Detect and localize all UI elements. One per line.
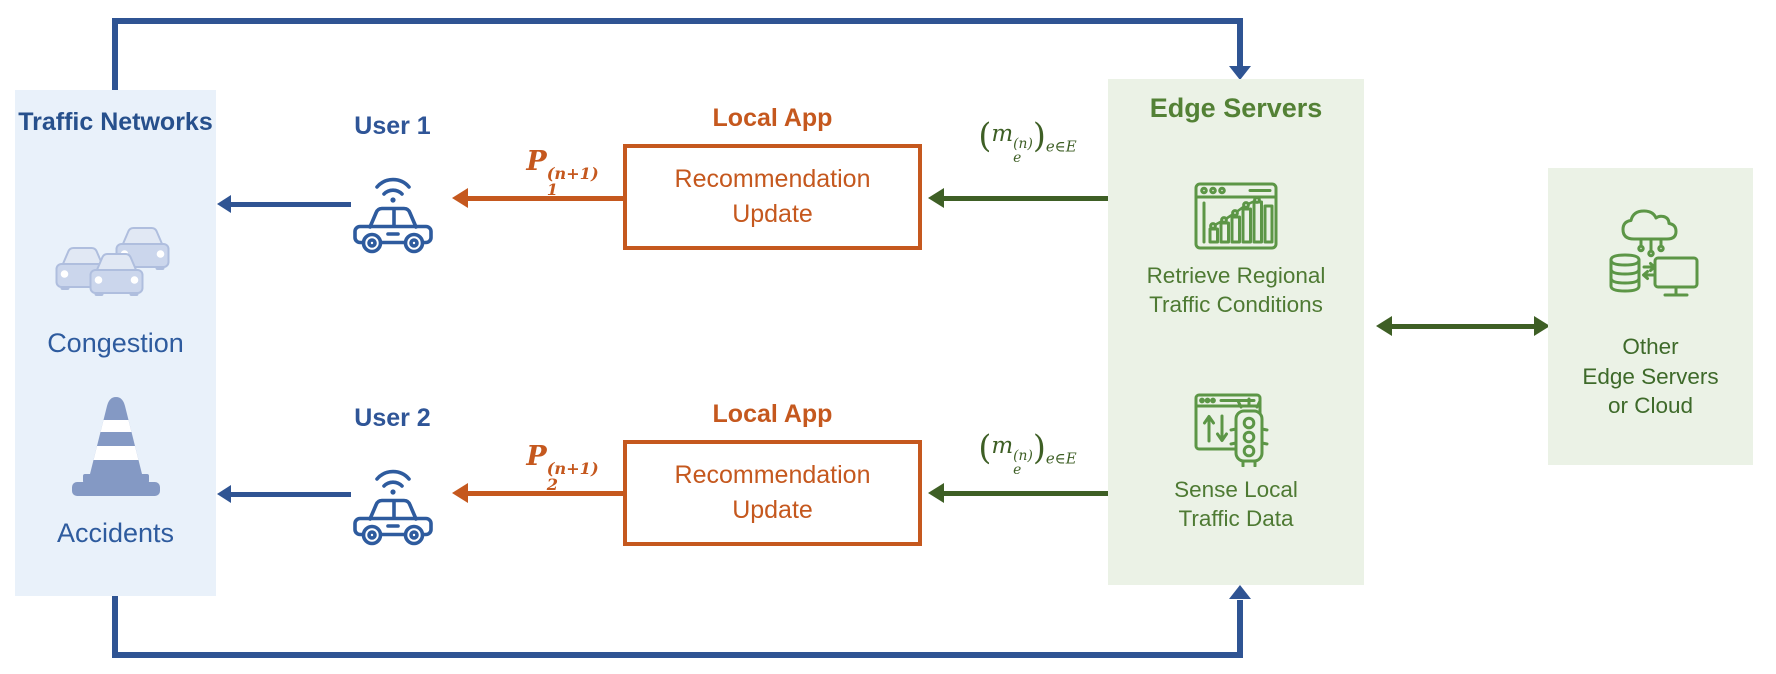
- other-edge-servers-panel: Other Edge Servers or Cloud: [1548, 168, 1753, 465]
- loop-top-left-vertical: [112, 18, 118, 92]
- arrow-user1-to-network-head-icon: [217, 195, 231, 213]
- loop-bottom-right-vertical: [1237, 600, 1243, 658]
- arrow-user2-to-network-head-icon: [217, 485, 231, 503]
- p2-recommendation-label: P(n+1)2: [526, 441, 599, 495]
- arrow-user1-to-network-shaft: [231, 202, 351, 207]
- traffic-networks-panel: Traffic Networks: [15, 90, 216, 596]
- local-app1-title: Local App: [712, 104, 833, 132]
- arrow-app2-to-user2-head-icon: [452, 483, 468, 503]
- local-app2-box-text: Recommendation Update: [674, 461, 871, 524]
- user2-label: User 2: [354, 404, 431, 432]
- edge-function1-label: Retrieve Regional Traffic Conditions: [1146, 263, 1326, 317]
- loop-bottom-arrowhead-up-icon: [1229, 585, 1251, 599]
- local-app1-box-text: Recommendation Update: [674, 165, 871, 228]
- arrow-edge-to-app1-shaft: [944, 196, 1110, 201]
- user1-label: User 1: [354, 112, 431, 140]
- loop-bottom-horizontal: [112, 652, 1243, 658]
- congestion-cars-icon: [55, 227, 169, 296]
- arrow-edge-to-app2-shaft: [944, 491, 1110, 496]
- traffic-networks-title: Traffic Networks: [18, 108, 213, 136]
- arrow-app1-to-user1-head-icon: [452, 188, 468, 208]
- accidents-label: Accidents: [56, 518, 175, 548]
- sense-traffic-light-icon: [1194, 393, 1269, 467]
- arrow-app2-to-user2-shaft: [468, 491, 623, 496]
- congestion-label: Congestion: [47, 328, 184, 358]
- arrow-edge-to-app2-head-icon: [928, 483, 944, 503]
- arrow-edge-to-cloud-shaft: [1392, 324, 1534, 329]
- loop-bottom-left-vertical: [112, 596, 118, 658]
- other-panel-line1: Other: [1622, 334, 1679, 359]
- edge-servers-panel: Edge Servers Retrieve Regional Traff: [1108, 79, 1364, 585]
- loop-top-horizontal: [112, 18, 1243, 24]
- p1-recommendation-label: P(n+1)1: [526, 146, 599, 200]
- message-label-1: (m(n)e)e∈E: [978, 116, 1077, 166]
- local-app2-title: Local App: [712, 400, 833, 428]
- regional-traffic-chart-icon: [1194, 182, 1278, 250]
- traffic-cone-icon: [71, 397, 160, 496]
- arrow-edge-to-cloud-left-head-icon: [1376, 316, 1392, 336]
- loop-top-arrowhead-down-icon: [1229, 66, 1251, 80]
- other-panel-line3: or Cloud: [1607, 393, 1694, 418]
- message-label-2: (m(n)e)e∈E: [978, 428, 1077, 478]
- local-app1-box: Recommendation Update: [623, 144, 922, 250]
- arrow-edge-to-cloud-right-head-icon: [1534, 316, 1550, 336]
- cloud-database-computer-icon: [1609, 209, 1698, 297]
- user1-connected-car-icon: [353, 177, 433, 254]
- arrow-user2-to-network-shaft: [231, 492, 351, 497]
- edge-servers-title: Edge Servers: [1149, 93, 1323, 123]
- local-app2-box: Recommendation Update: [623, 440, 922, 546]
- user2-connected-car-icon: [353, 469, 433, 546]
- loop-top-right-vertical: [1237, 18, 1243, 70]
- arrow-app1-to-user1-shaft: [468, 196, 623, 201]
- edge-function2-label: Sense Local Traffic Data: [1174, 477, 1298, 531]
- other-panel-line2: Edge Servers: [1582, 363, 1719, 389]
- arrow-edge-to-app1-head-icon: [928, 188, 944, 208]
